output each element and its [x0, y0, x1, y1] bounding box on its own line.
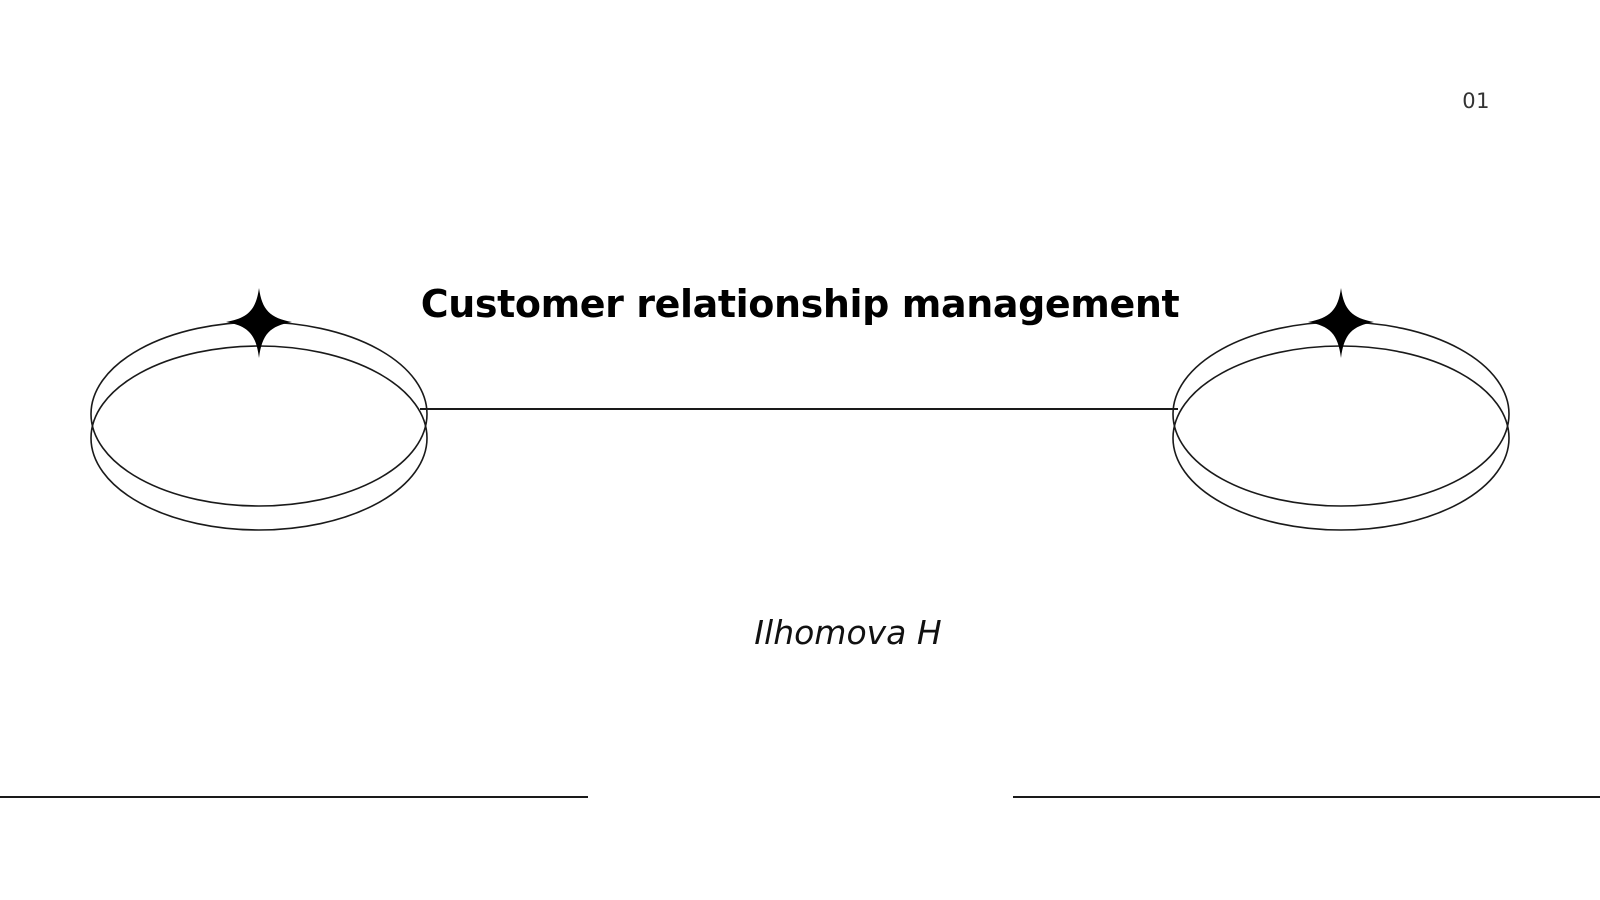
page-number: 01: [1462, 89, 1490, 113]
slide-title: Customer relationship management: [420, 282, 1180, 326]
left-star-icon: [226, 288, 292, 358]
slide-subtitle: Ilhomova H: [754, 613, 942, 652]
right-star-icon: [1308, 288, 1374, 358]
